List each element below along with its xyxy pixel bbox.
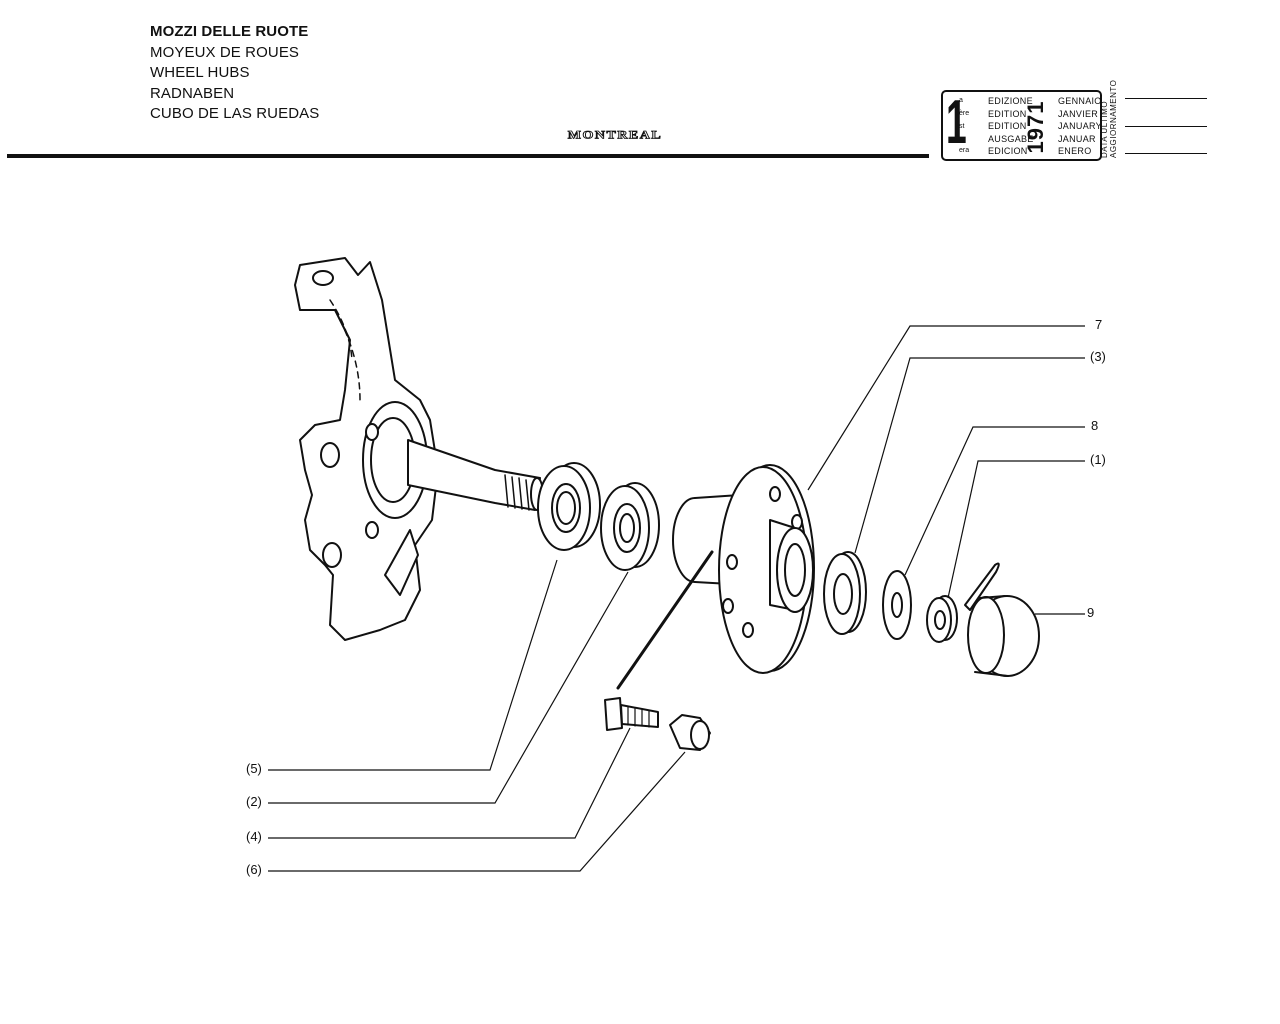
callout-wheel-stud: (4) [246, 829, 262, 844]
leader-lines [268, 325, 1085, 872]
hub-flange [672, 464, 815, 674]
edition-suffix: ère [959, 110, 970, 117]
header-rule [7, 154, 929, 158]
edition-number: 1 [946, 88, 967, 157]
callout-outer-bearing: (3) [1090, 349, 1106, 364]
edition-suffix: . [959, 135, 961, 142]
oil-seal [537, 462, 601, 551]
callout-inner-bearing: (2) [246, 794, 262, 809]
outer-bearing [823, 551, 867, 635]
brand-logo: MONTREAL [567, 129, 663, 143]
title-german: RADNABEN [150, 84, 235, 102]
callout-grease-cap: 9 [1087, 605, 1095, 620]
edition-suffix: era [959, 147, 970, 154]
title-spanish: CUBO DE LAS RUEDAS [150, 105, 320, 122]
update-line [1125, 126, 1207, 127]
callout-oil-seal: (5) [246, 761, 262, 776]
edition-months: GENNAIO JANVIER JANUARY JANUAR ENERO [1058, 95, 1102, 158]
callout-wheel-nut: (6) [246, 862, 262, 877]
grease-cap [967, 595, 1040, 677]
title-english: WHEEL HUBS [150, 64, 250, 81]
callout-hub: 7 [1095, 317, 1103, 332]
washer [882, 570, 912, 640]
wheel-nut [669, 714, 711, 751]
edition-label: EDICION [988, 146, 1028, 156]
edition-month: JANUARY [1058, 121, 1102, 131]
steering-knuckle [294, 257, 544, 641]
edition-label: EDIZIONE [988, 96, 1033, 106]
edition-labels: EDIZIONE EDITION EDITION AUSGABE EDICION [988, 95, 1034, 158]
edition-suffix: st [959, 123, 965, 130]
update-line [1125, 153, 1207, 154]
edition-suffix: a [959, 97, 963, 104]
wheel-stud [604, 697, 659, 731]
edition-label: EDITION [988, 108, 1027, 119]
assembly-arrow [616, 550, 714, 690]
edition-month: GENNAIO [1058, 96, 1102, 106]
edition-label: AUSGABE [988, 133, 1034, 144]
title-italian: MOZZI DELLE RUOTE [150, 23, 309, 40]
title-block: MOZZI DELLE RUOTE MOYEUX DE ROUES WHEEL … [150, 22, 319, 125]
edition-month: ENERO [1058, 146, 1092, 156]
edition-month: JANUAR [1058, 133, 1096, 144]
callout-washer: 8 [1091, 418, 1099, 433]
title-french: MOYEUX DE ROUES [150, 43, 300, 61]
castle-nut [926, 595, 958, 643]
update-line [1125, 98, 1207, 99]
cotter-pin [964, 562, 1000, 611]
edition-box: 1 a ère st . era EDIZIONE EDITION EDITIO… [941, 88, 1102, 161]
inner-bearing [600, 482, 660, 571]
edition-month: JANVIER [1058, 108, 1099, 119]
edition-label: EDITION [988, 121, 1027, 131]
callout-castle-nut: (1) [1090, 452, 1106, 467]
